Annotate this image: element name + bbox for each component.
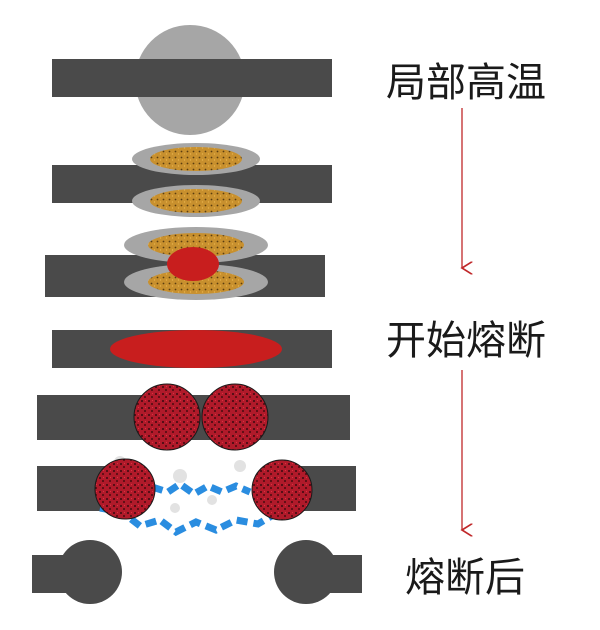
- stage-5-beading: [37, 383, 350, 451]
- stage-1-heating: [52, 25, 332, 135]
- stage-label-start-fusing: 开始熔断: [386, 318, 546, 364]
- conductor-bar: [52, 59, 332, 97]
- vapor-dot: [207, 495, 217, 505]
- stage-7-fused: [32, 540, 362, 604]
- arc-trace-lower: [99, 504, 277, 537]
- molten-band: [110, 330, 282, 368]
- vapor-dot: [234, 460, 246, 472]
- vapor-dot: [170, 503, 180, 513]
- stage-label-local-heating: 局部高温: [386, 60, 546, 106]
- molten-bead-right: [251, 459, 313, 521]
- vapor-dot: [173, 469, 187, 483]
- heated-zone-top: [150, 147, 242, 171]
- molten-bead-right: [201, 383, 269, 451]
- molten-bead-left: [94, 458, 156, 520]
- arc-trace-upper: [150, 479, 252, 499]
- heated-zone-bottom: [148, 270, 244, 294]
- heated-zone-bottom: [150, 189, 242, 213]
- resolidified-ball-right: [274, 540, 338, 604]
- stage-label-after-fusing: 熔断后: [405, 555, 525, 601]
- stage-2-heat-zone: [52, 143, 332, 217]
- resolidified-ball-left: [58, 540, 122, 604]
- molten-bead-left: [133, 383, 201, 451]
- heated-zone-top: [148, 233, 244, 257]
- stage-3-molten-core: [45, 227, 325, 300]
- stage-4-melting: [52, 330, 332, 368]
- stage-6-separation: [37, 456, 356, 537]
- molten-core: [167, 247, 219, 281]
